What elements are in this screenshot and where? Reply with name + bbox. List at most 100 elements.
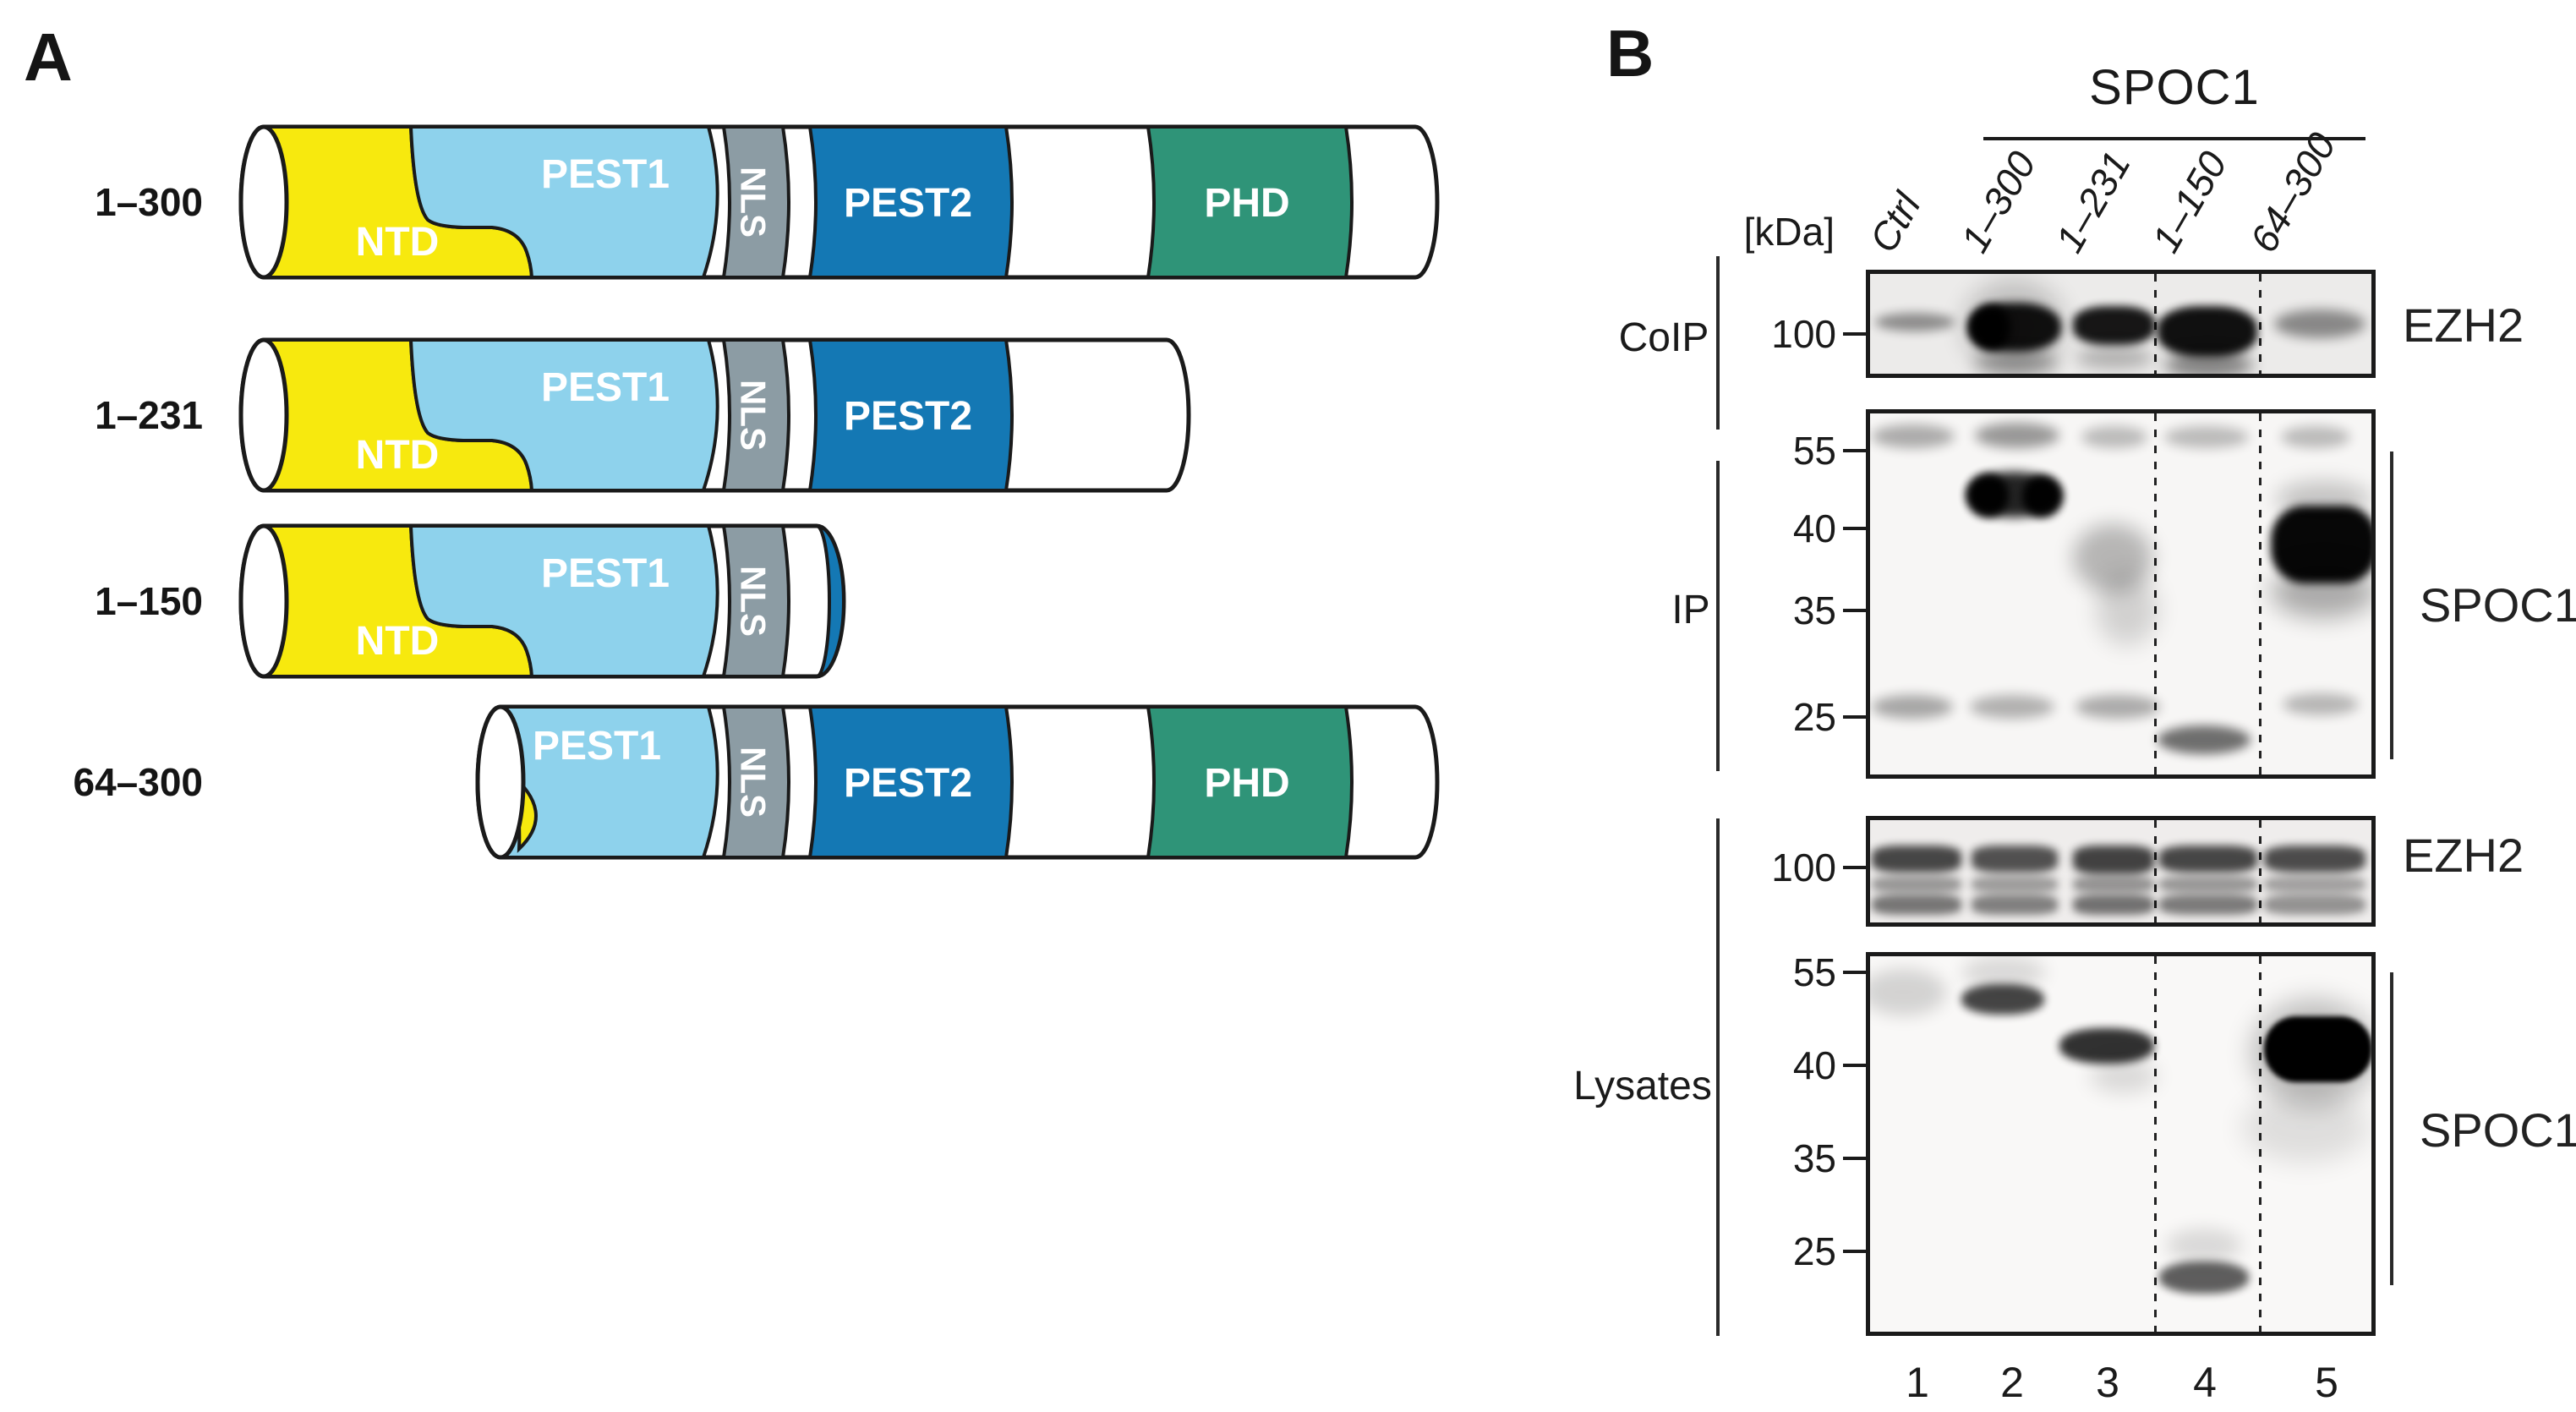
- blot-band: [2264, 1016, 2371, 1082]
- marker-tick: [1843, 866, 1868, 869]
- ip-bracket: [1716, 461, 1720, 771]
- blot-band: [1975, 423, 2059, 448]
- ntd-label: NTD: [356, 433, 440, 478]
- lane-number-4: 4: [2193, 1359, 2217, 1406]
- blot-band: [2076, 347, 2153, 369]
- splice-dashed-line: [2154, 820, 2157, 922]
- blot-band: [2281, 426, 2350, 448]
- blot-band: [1970, 304, 2010, 350]
- splice-dashed-line: [2154, 274, 2157, 374]
- blot-membrane: [1870, 274, 2371, 374]
- blot-band: [2073, 524, 2152, 592]
- lane-label-1-150: 1–150: [2142, 144, 2235, 260]
- blot-band: [1972, 895, 2058, 915]
- marker-tick: [1843, 1250, 1868, 1253]
- blot-band: [2097, 574, 2158, 645]
- splice-dashed-line: [2259, 956, 2262, 1332]
- domain-nls: [721, 338, 790, 492]
- blot-membrane: [1870, 956, 2371, 1332]
- domain-pest2-sliver: [816, 524, 845, 678]
- domain-nls: [721, 125, 790, 279]
- lane-number-3: 3: [2096, 1359, 2119, 1406]
- marker-40: 40: [1792, 506, 1836, 550]
- marker-35: 35: [1792, 588, 1836, 632]
- marker-100: 100: [1771, 846, 1836, 889]
- group-label-lysates: Lysates: [1573, 1064, 1712, 1108]
- nls-label: NLS: [734, 747, 774, 818]
- blot-group-header: SPOC1: [2089, 60, 2260, 115]
- nls-label: NLS: [734, 566, 774, 637]
- construct-row-1-300: NTD PEST1 NLS PEST2 PHD 1–300: [95, 124, 1440, 280]
- blot-band: [2073, 306, 2155, 345]
- marker-tick: [1843, 715, 1868, 719]
- pest1-label: PEST1: [541, 365, 670, 410]
- coip-bracket: [1716, 256, 1720, 430]
- blot-band: [2283, 693, 2359, 715]
- target-label-spoc1-lysates: SPOC1: [2420, 1103, 2576, 1157]
- blot-membrane: [1870, 820, 2371, 922]
- construct-row-64-300: PEST1 NLS PEST2 PHD 64–300: [74, 704, 1440, 860]
- splice-dashed-line: [2154, 413, 2157, 774]
- lysates-bracket: [1716, 818, 1720, 1336]
- blot-band: [2264, 876, 2365, 893]
- blot-lysates-ezh2: [1866, 816, 2376, 927]
- construct-range-label: 1–231: [95, 393, 203, 437]
- spoc1-bracket-ip: [2390, 452, 2393, 759]
- splice-dashed-line: [2154, 956, 2157, 1332]
- splice-dashed-line: [2259, 820, 2262, 922]
- blot-band: [2264, 846, 2365, 873]
- marker-35: 35: [1792, 1136, 1836, 1180]
- blot-band: [2242, 1092, 2369, 1163]
- blot-band: [1972, 876, 2058, 893]
- domain-pest1: [408, 338, 719, 492]
- lane-label-64-300: 64–300: [2240, 125, 2344, 260]
- domain-nls: [721, 524, 790, 678]
- blot-band: [2076, 695, 2160, 719]
- target-label-ezh2-coip: EZH2: [2403, 298, 2524, 352]
- marker-25: 25: [1792, 695, 1836, 739]
- header-underline: [1983, 137, 2365, 140]
- blot-band: [2159, 846, 2257, 873]
- panel-b-label: B: [1606, 16, 1654, 90]
- pest2-label: PEST2: [844, 181, 972, 226]
- blot-band: [1961, 956, 2046, 988]
- blot-band: [2158, 725, 2251, 754]
- marker-tick: [1843, 332, 1868, 336]
- blot-band: [2271, 566, 2371, 618]
- marker-100: 100: [1771, 312, 1836, 356]
- blot-band: [2059, 1028, 2154, 1064]
- cylinder-cap: [238, 124, 289, 280]
- lane-number-1: 1: [1906, 1359, 1929, 1406]
- phd-label: PHD: [1204, 761, 1289, 806]
- pest1-label: PEST1: [533, 724, 661, 769]
- blot-band: [1872, 895, 1961, 915]
- group-label-ip: IP: [1671, 588, 1710, 632]
- blot-band: [2073, 895, 2154, 915]
- domain-pest2: [807, 338, 1014, 492]
- blot-band: [2271, 506, 2371, 583]
- ntd-label: NTD: [356, 220, 440, 265]
- blot-band: [1872, 695, 1953, 719]
- lane-label-1-231: 1–231: [2046, 144, 2139, 260]
- nls-label: NLS: [734, 167, 774, 238]
- marker-tick: [1843, 449, 1868, 452]
- pest1-label: PEST1: [541, 551, 670, 596]
- marker-tick: [1843, 1157, 1868, 1160]
- cylinder-cap: [238, 337, 289, 493]
- lane-label-ctrl: Ctrl: [1860, 185, 1929, 260]
- blot-band: [2159, 895, 2257, 915]
- marker-tick: [1843, 609, 1868, 612]
- cylinder-cap: [475, 704, 526, 860]
- construct-range-label: 1–150: [95, 579, 203, 623]
- construct-range-label: 1–300: [95, 180, 203, 224]
- cylinder-cap: [238, 523, 289, 679]
- blot-band: [2274, 309, 2365, 338]
- splice-dashed-line: [2259, 413, 2262, 774]
- blot-coip-ezh2: [1866, 270, 2376, 378]
- blot-band: [2159, 1261, 2249, 1294]
- blot-band: [1870, 969, 1946, 1015]
- marker-tick: [1843, 527, 1868, 530]
- splice-dashed-line: [2259, 274, 2262, 374]
- blot-band: [2166, 1229, 2242, 1262]
